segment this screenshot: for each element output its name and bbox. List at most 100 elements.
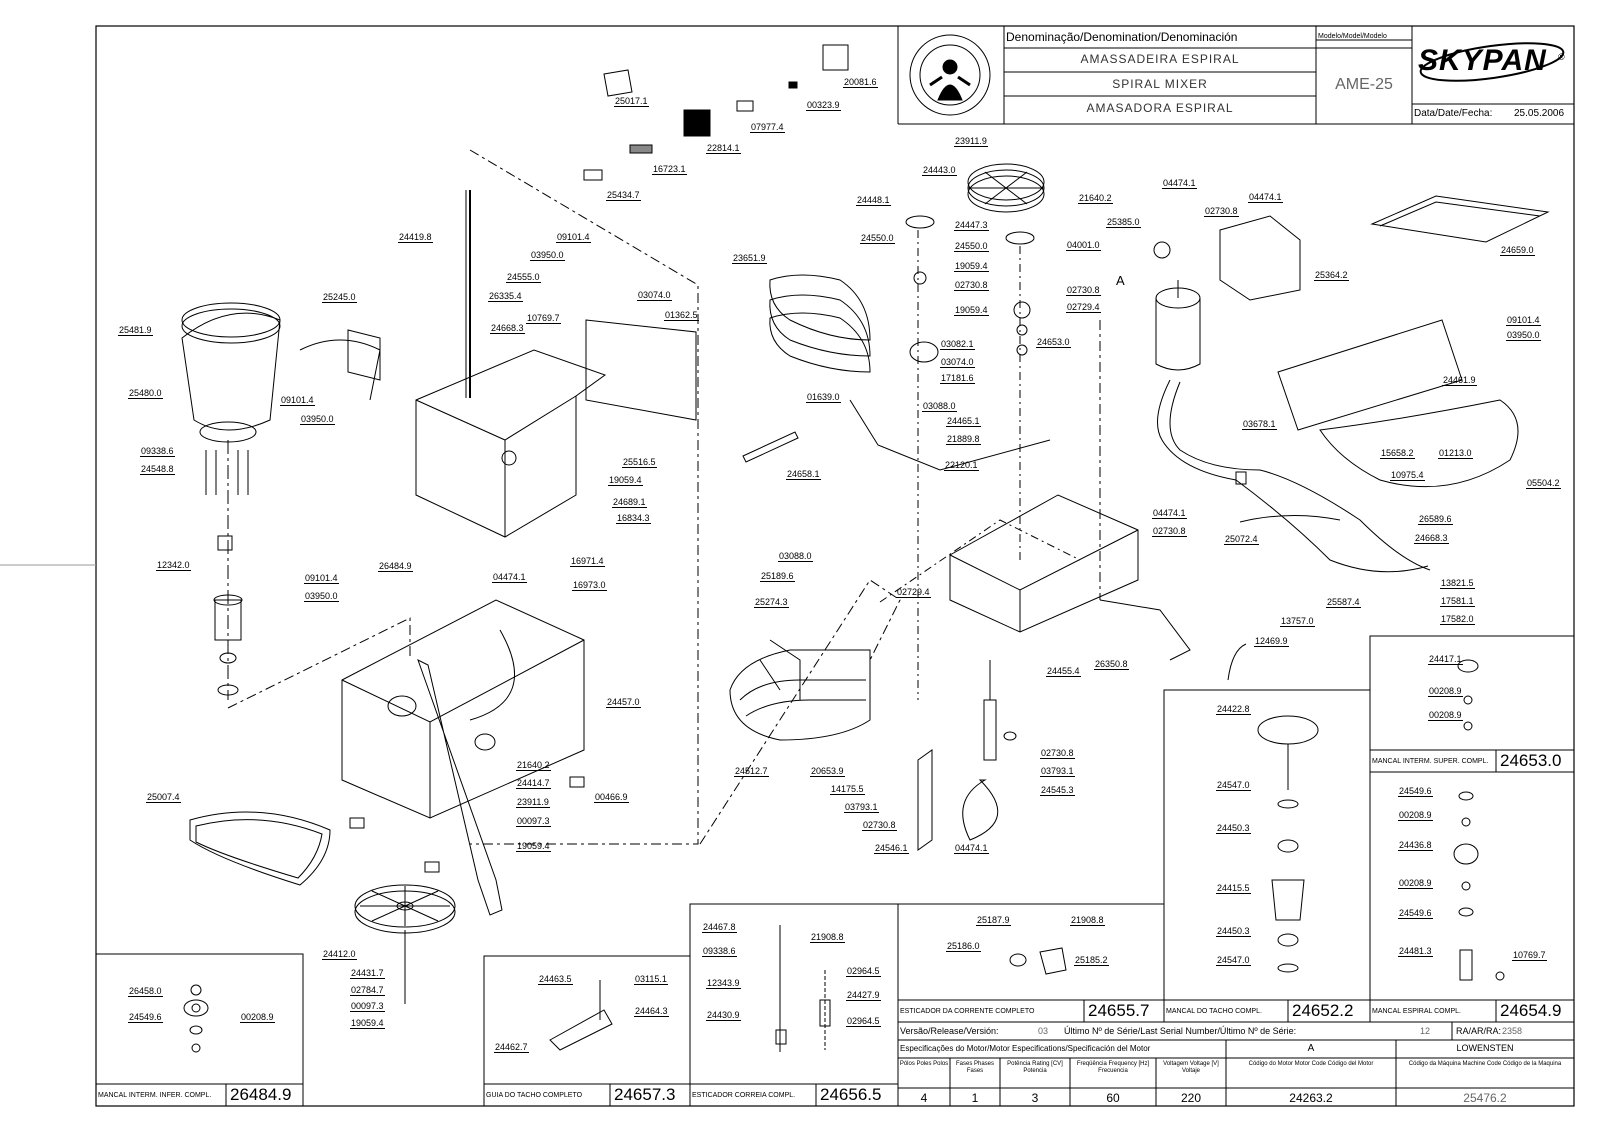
box-guia-tacho-number: 24657.3 [614,1085,676,1104]
part-label: 02730.8 [1040,748,1075,759]
box-part-label: 21908.8 [1070,915,1105,926]
spec-column-value: 3 [1031,1091,1039,1105]
center-belt [769,274,871,373]
center-lower-frame [699,399,1191,845]
part-label: 10975.4 [1390,470,1425,481]
part-label: 25587.4 [1326,597,1361,608]
box-mancal-espiral-title: MANCAL ESPIRAL COMPL. [1372,1008,1461,1015]
part-label: 02730.8 [1204,206,1239,217]
version-label: Versão/Release/Versión: [900,1026,999,1036]
part-label: 03950.0 [300,414,335,425]
part-label: 03950.0 [530,250,565,261]
box-part-label: 25187.9 [976,915,1011,926]
part-label: 02729.4 [1066,302,1101,313]
part-label: 24455.4 [1046,666,1081,677]
part-label: 25072.4 [1224,534,1259,545]
part-label: 24414.7 [516,778,551,789]
box-mancal-interm-infer-title: MANCAL INTERM. INFER. COMPL. [98,1092,212,1099]
box-mancal-interm-super-number: 24653.0 [1500,751,1562,770]
part-label: 19059.4 [954,305,989,316]
box-mancal-espiral-number: 24654.9 [1500,1001,1562,1020]
part-label: 16723.1 [652,164,687,175]
model-header: Modelo/Model/Modelo [1318,33,1387,40]
part-label: 13821.5 [1440,578,1475,589]
part-label: 26350.8 [1094,659,1129,670]
motor-brand: LOWENSTEN [1456,1043,1514,1053]
part-label: 16973.0 [572,580,607,591]
spec-column-value: 60 [1106,1091,1120,1105]
part-label: 01362.5 [664,310,699,321]
box-part-label: 24422.8 [1216,704,1251,715]
name-portuguese: AMASSADEIRA ESPIRAL [1080,52,1240,66]
motor-spec-label: Especificações do Motor/Motor Especifica… [900,1044,1151,1053]
box-part-label: 12343.9 [706,978,741,989]
part-label: 03088.0 [922,401,957,412]
box-part-label: 24547.0 [1216,780,1251,791]
part-label: 01639.0 [806,392,841,403]
part-label: 02730.8 [862,820,897,831]
name-spanish: AMASADORA ESPIRAL [1086,101,1234,115]
box-esticador-corrente-title: ESTICADOR DA CORRENTE COMPLETO [900,1008,1035,1015]
box-part-label: 00208.9 [1428,710,1463,721]
motor [1099,215,1301,600]
part-label: 25017.1 [614,96,649,107]
part-label: 04001.0 [1066,240,1101,251]
part-label: 19059.4 [954,261,989,272]
part-label: 00466.9 [594,792,629,803]
part-label: 24555.0 [506,272,541,283]
box-esticador-correia-number: 24656.5 [820,1085,882,1104]
title-block [897,26,1574,125]
box-part-label: 25185.2 [1074,955,1109,966]
belt-and-pulley-left [189,811,456,1004]
part-label: 02729.4 [896,587,931,598]
part-label: 02784.7 [350,985,385,996]
part-label: 17581.1 [1440,596,1475,607]
part-label: 25007.4 [146,792,181,803]
part-label: 24668.3 [1414,533,1449,544]
part-label: 24431.7 [350,968,385,979]
version-value: 03 [1038,1026,1049,1036]
part-label: 25189.6 [760,571,795,582]
part-label: 01213.0 [1438,448,1473,459]
box-part-label: 24427.9 [846,990,881,1001]
motor-pulley-column [905,163,1045,700]
denomination-header: Denominação/Denomination/Denominación [1006,30,1238,44]
box-part-label: 24549.6 [1398,786,1433,797]
bowl-guard-grid [729,639,871,741]
spec-column-value: 25476.2 [1463,1091,1507,1105]
box-part-label: 24547.0 [1216,955,1251,966]
part-label: 19059.4 [516,841,551,852]
part-label: 24465.1 [946,416,981,427]
box-part-label: 24481.3 [1398,946,1433,957]
rear-cover [1277,195,1550,431]
part-label: 24457.0 [606,697,641,708]
box-part-label: 00208.9 [1398,878,1433,889]
box-mancal-interm-infer-number: 26484.9 [230,1085,292,1104]
box-mancal-tacho-number: 24652.2 [1292,1001,1354,1020]
part-label: 13757.0 [1280,616,1315,627]
part-label: 17181.6 [940,373,975,384]
part-label: 23911.9 [954,136,988,147]
box-part-label: 09338.6 [702,946,737,957]
spec-column-header: Potência Rating [CV] Potencia [1007,1061,1063,1074]
part-label: 03678.1 [1242,419,1277,430]
part-label: 03074.0 [940,357,975,368]
part-label: 09338.6 [140,446,175,457]
spec-column-header: Fases Phases Fases [955,1061,995,1074]
box-part-label: 24450.3 [1216,926,1251,937]
box-part-label: 24415.5 [1216,883,1251,894]
part-label: 03950.0 [1506,330,1541,341]
spec-column-value: 220 [1180,1091,1202,1105]
box-part-label: 24467.8 [702,922,737,933]
part-label: 21889.8 [946,434,981,445]
part-label: 24545.3 [1040,785,1075,796]
spec-column-header: Código do Motor Motor Code Código del Mo… [1248,1061,1374,1067]
box-part-label: 24436.8 [1398,840,1433,851]
box-esticador-corrente-number: 24655.7 [1088,1001,1150,1020]
variant-letter: A [1307,1043,1315,1054]
part-label: 25364.2 [1314,270,1349,281]
part-label: 04474.1 [1162,178,1197,189]
part-label: 15658.2 [1380,448,1415,459]
box-part-label: 02964.5 [846,1016,881,1027]
part-label: 03793.1 [844,802,879,813]
